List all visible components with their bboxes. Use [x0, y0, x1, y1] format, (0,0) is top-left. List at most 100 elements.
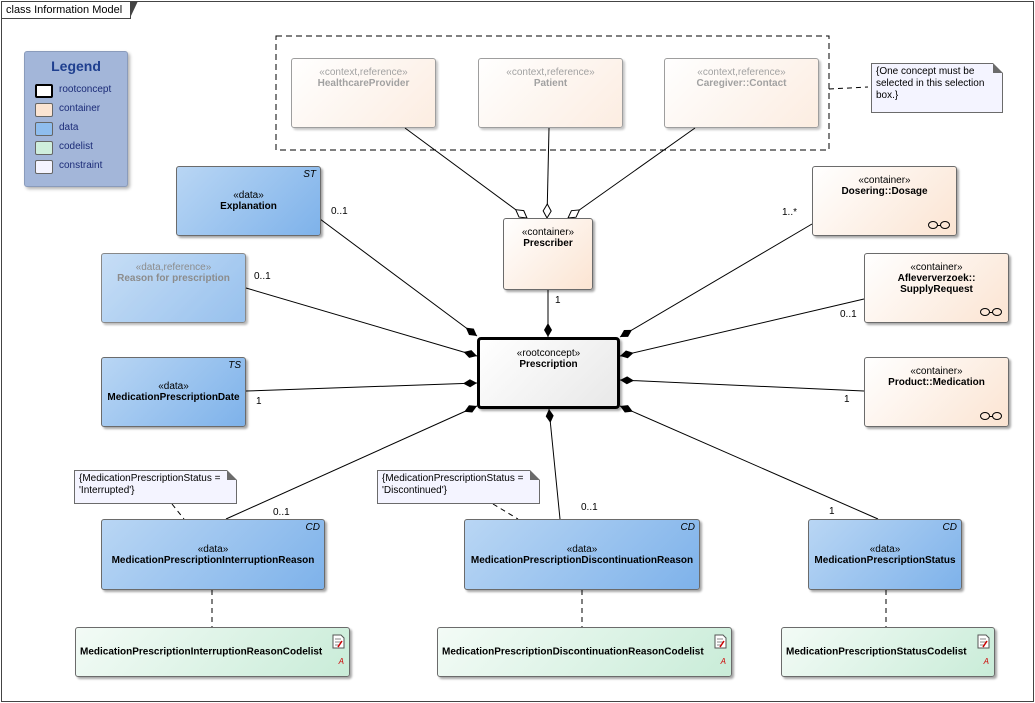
multiplicity-reason: 0..1: [254, 271, 271, 282]
stereotype: «container»: [910, 366, 963, 377]
legend-swatch: [35, 160, 53, 174]
class-dosage[interactable]: «container»Dosering::Dosage: [812, 166, 957, 236]
stereotype: «data»: [233, 190, 264, 201]
stereotype: «data»: [158, 381, 189, 392]
note-line: 'Discontinued'}: [382, 485, 447, 496]
class-reason-for-prescription[interactable]: «data,reference»Reason for prescription: [101, 253, 246, 323]
class-supplyrequest[interactable]: «container»Afleververzoek::SupplyRequest: [864, 253, 1009, 323]
datatype-tag: CD: [305, 522, 320, 533]
abstract-marker-icon: A: [720, 657, 726, 666]
class-name: Product::Medication: [888, 377, 985, 388]
class-name: Explanation: [220, 201, 277, 212]
codelist-discontinuationreason[interactable]: MedicationPrescriptionDiscontinuationRea…: [437, 627, 732, 677]
note-line: {MedicationPrescriptionStatus =: [382, 473, 524, 484]
stereotype: «context,reference»: [506, 67, 595, 78]
multiplicity-date: 1: [256, 396, 262, 407]
assoc-date: [245, 379, 478, 392]
composite-icon: [980, 308, 1002, 316]
stereotype: «context,reference»: [319, 67, 408, 78]
class-medicationprescriptiondate[interactable]: TS «data»MedicationPrescriptionDate: [101, 357, 246, 427]
class-name: Reason for prescription: [117, 273, 230, 284]
stereotype: «data»: [566, 543, 598, 555]
assoc-interruption: [225, 405, 478, 520]
legend-swatch: [35, 84, 53, 98]
class-healthcareprovider[interactable]: «context,reference»HealthcareProvider: [291, 58, 436, 128]
class-name: MedicationPrescriptionStatus: [814, 554, 956, 566]
class-caregiver-contact[interactable]: «context,reference»Caregiver::Contact: [664, 58, 819, 128]
class-patient[interactable]: «context,reference»Patient: [478, 58, 623, 128]
legend-swatch: [35, 122, 53, 136]
legend-swatch: [35, 141, 53, 155]
assoc-medication: [619, 376, 865, 392]
multiplicity-medication: 1: [844, 394, 850, 405]
stereotype: «data,reference»: [135, 262, 212, 273]
class-prescriber[interactable]: «container»Prescriber: [503, 218, 593, 290]
constraint-note-interrupted[interactable]: {MedicationPrescriptionStatus = 'Interru…: [74, 470, 237, 504]
class-name: MedicationPrescriptionInterruptionReason: [111, 554, 315, 566]
assoc-explanation: [319, 218, 478, 337]
note-line: 'Interrupted'}: [79, 485, 135, 496]
class-prescription-root[interactable]: «rootconcept»Prescription: [477, 337, 620, 409]
note-line: {MedicationPrescriptionStatus =: [79, 473, 221, 484]
note-link-selection: [828, 86, 869, 90]
class-prescriptionstatus[interactable]: CD «data»MedicationPrescriptionStatus: [808, 519, 962, 590]
class-name: Afleververzoek::: [897, 273, 976, 284]
class-name: Caregiver::Contact: [696, 78, 787, 89]
multiplicity-prescriber: 1: [555, 295, 561, 306]
composite-icon: [980, 412, 1002, 420]
class-medication[interactable]: «container»Product::Medication: [864, 357, 1009, 427]
class-interruptionreason[interactable]: CD «data»MedicationPrescriptionInterrupt…: [101, 519, 325, 590]
class-name: MedicationPrescriptionDiscontinuationRea…: [442, 646, 704, 658]
class-name: MedicationPrescriptionDiscontinuationRea…: [470, 554, 694, 566]
stereotype: «data»: [869, 543, 901, 555]
abstract-marker-icon: A: [338, 657, 344, 666]
stereotype: «container»: [858, 175, 911, 186]
note-line: {One concept must be: [876, 66, 975, 77]
assoc-discontinuation: [545, 408, 561, 520]
document-icon: [714, 634, 727, 649]
datatype-tag: ST: [303, 169, 316, 180]
legend-swatch: [35, 103, 53, 117]
note-line: box.}: [876, 90, 899, 101]
datatype-tag: CD: [680, 522, 695, 533]
document-icon: [332, 634, 345, 649]
legend-title: Legend: [51, 58, 101, 74]
composite-icon: [928, 221, 950, 229]
class-name: Patient: [533, 78, 568, 89]
stereotype: «data»: [197, 543, 229, 555]
class-explanation[interactable]: ST «data»Explanation: [176, 166, 321, 236]
class-name: Prescriber: [523, 238, 573, 249]
multiplicity-dosage: 1..*: [782, 207, 798, 218]
class-name: Dosering::Dosage: [841, 186, 928, 197]
legend: Legend rootconcept container data codeli…: [24, 51, 128, 187]
class-name: Prescription: [519, 359, 578, 370]
class-name-line2: SupplyRequest: [900, 284, 973, 295]
abstract-marker-icon: A: [983, 657, 989, 666]
document-icon: [977, 634, 990, 649]
constraint-note-discontinued[interactable]: {MedicationPrescriptionStatus = 'Discont…: [377, 470, 540, 504]
datatype-tag: TS: [228, 360, 241, 371]
class-name: HealthcareProvider: [317, 78, 410, 89]
note-line: selected in this selection: [876, 78, 985, 89]
constraint-note-selection[interactable]: {One concept must be selected in this se…: [871, 63, 1003, 113]
multiplicity-interruption: 0..1: [273, 507, 290, 518]
assoc-patient-prescriber: [542, 127, 552, 220]
note-link-interrupted: [171, 503, 185, 520]
class-name: MedicationPrescriptionStatusCodelist: [786, 646, 967, 658]
assoc-healthcareprovider-prescriber: [404, 127, 528, 219]
stereotype: «container»: [521, 227, 575, 238]
codelist-prescriptionstatus[interactable]: MedicationPrescriptionStatusCodelist A: [781, 627, 995, 677]
assoc-caregiver-prescriber: [567, 127, 696, 219]
class-discontinuationreason[interactable]: CD «data»MedicationPrescriptionDiscontin…: [464, 519, 700, 590]
assoc-reason: [245, 287, 478, 358]
multiplicity-status: 1: [829, 506, 835, 517]
multiplicity-supply: 0..1: [840, 309, 857, 320]
class-name: MedicationPrescriptionDate: [107, 392, 240, 403]
stereotype: «rootconcept»: [516, 348, 581, 359]
frame-title: class Information Model: [2, 1, 139, 19]
stereotype: «context,reference»: [697, 67, 786, 78]
selection-box: [275, 35, 830, 151]
codelist-interruptionreason[interactable]: MedicationPrescriptionInterruptionReason…: [75, 627, 350, 677]
